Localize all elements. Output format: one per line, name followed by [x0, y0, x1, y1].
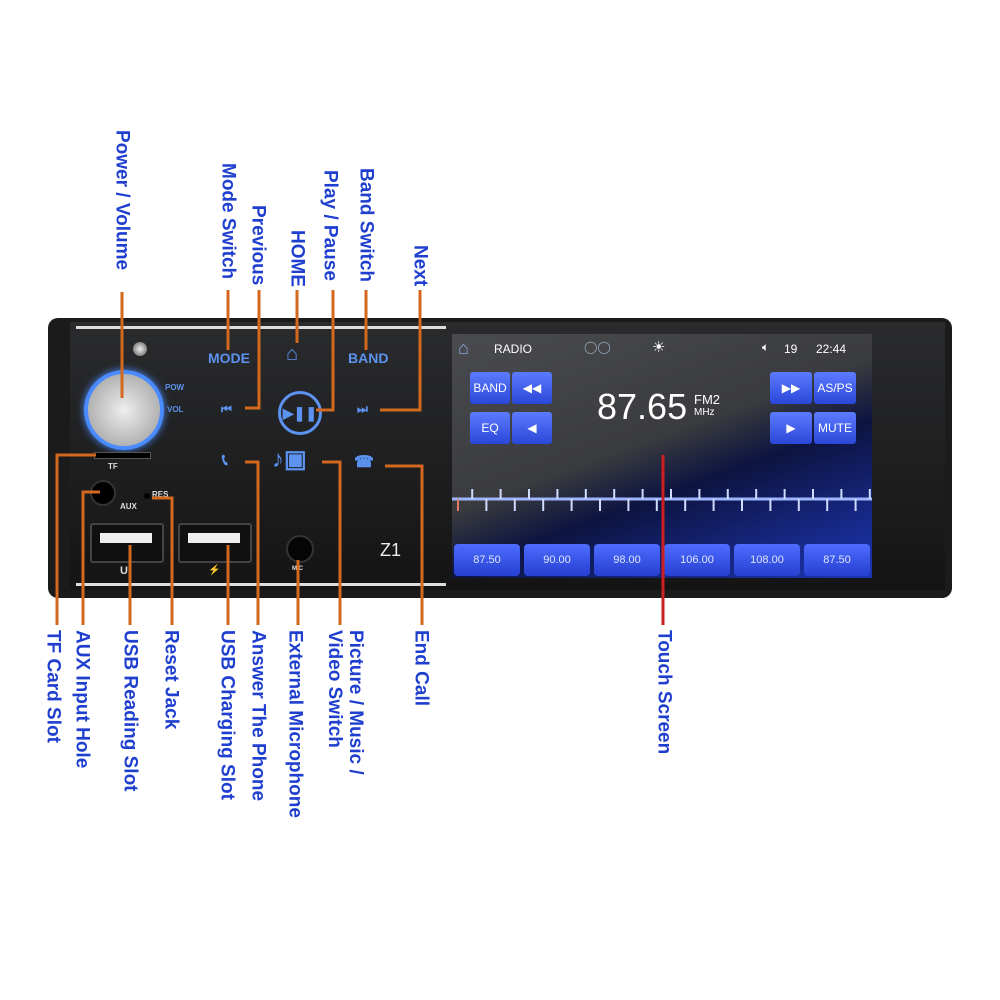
touch-screen[interactable]: ⌂ RADIO ◯◯ ☀ 🔈︎ 19 22:44 BAND ◀◀ EQ ◀ ▶▶…: [452, 334, 872, 578]
mute-button[interactable]: MUTE: [814, 412, 856, 444]
tune-forward-button[interactable]: ▶: [770, 412, 812, 444]
brightness-icon[interactable]: ☀: [652, 339, 666, 356]
usb-reading-slot[interactable]: [90, 523, 164, 563]
label-aux-input: AUX Input Hole: [71, 630, 93, 769]
label-external-microphone: External Microphone: [284, 630, 306, 818]
model-name: Z1: [380, 540, 402, 560]
label-home: HOME: [286, 230, 308, 287]
tune-back-button[interactable]: ◀: [512, 412, 552, 444]
volume-level: 19: [784, 342, 798, 356]
label-picture-music-video: Picture / Music / Video Switch: [324, 630, 366, 775]
charging-label: ⚡: [208, 565, 221, 576]
label-band-switch: Band Switch: [355, 168, 377, 283]
label-touch-screen: Touch Screen: [653, 630, 675, 755]
preset-button[interactable]: 98.00: [594, 544, 660, 576]
mic-label: MIC: [292, 566, 303, 572]
label-usb-reading: USB Reading Slot: [119, 630, 141, 792]
rail: [76, 583, 446, 586]
res-label: RES: [152, 490, 169, 499]
next-icon[interactable]: ⏭: [357, 402, 368, 416]
speaker-icon: 🔈︎: [762, 340, 770, 354]
rail: [76, 326, 446, 329]
pow-label: POW: [165, 383, 185, 392]
preset-button[interactable]: 108.00: [734, 544, 800, 576]
label-end-call: End Call: [410, 630, 432, 707]
label-play-pause: Play / Pause: [319, 170, 341, 281]
aux-input-jack[interactable]: [90, 480, 116, 506]
label-usb-charging: USB Charging Slot: [216, 630, 238, 800]
frequency-unit: MHz: [694, 407, 715, 418]
mode-button[interactable]: MODE: [208, 350, 250, 366]
source-label: RADIO: [494, 342, 533, 356]
preset-button[interactable]: 87.50: [454, 544, 520, 576]
reset-jack[interactable]: [144, 493, 150, 499]
band-button[interactable]: BAND: [348, 350, 389, 366]
tf-card-slot[interactable]: [94, 452, 151, 459]
label-mode-switch: Mode Switch: [217, 163, 239, 280]
preset-button[interactable]: 87.50: [804, 544, 870, 576]
home-icon[interactable]: ⌂: [286, 343, 299, 365]
eq-button[interactable]: EQ: [470, 412, 510, 444]
band-button[interactable]: BAND: [470, 372, 510, 404]
microphone: [286, 535, 314, 563]
usb-label: U: [120, 565, 128, 577]
seek-forward-button[interactable]: ▶▶: [770, 372, 812, 404]
label-reset-jack: Reset Jack: [160, 630, 182, 730]
seek-back-button[interactable]: ◀◀: [512, 372, 552, 404]
label-answer-phone: Answer The Phone: [247, 630, 269, 802]
answer-phone-icon[interactable]: 📞︎: [222, 452, 228, 469]
usb-charging-slot[interactable]: [178, 523, 252, 563]
power-volume-knob[interactable]: [84, 370, 164, 450]
indicator-led: [133, 342, 147, 356]
aux-label: AUX: [120, 502, 137, 511]
label-next: Next: [409, 245, 431, 287]
frequency-display: 87.65: [597, 386, 688, 427]
preset-button[interactable]: 90.00: [524, 544, 590, 576]
music-video-icon[interactable]: ♪▣: [272, 446, 307, 473]
play-pause-icon[interactable]: ▶❚❚: [278, 391, 322, 435]
preset-button[interactable]: 106.00: [664, 544, 730, 576]
vol-label: VOL: [167, 405, 184, 414]
end-call-icon[interactable]: ☎︎: [354, 454, 374, 471]
clock: 22:44: [816, 342, 847, 356]
band-indicator: FM2: [694, 392, 720, 407]
as-ps-button[interactable]: AS/PS: [814, 372, 856, 404]
tuning-scale[interactable]: [452, 479, 872, 524]
stereo-icon: ◯◯: [584, 340, 611, 354]
label-previous: Previous: [247, 205, 269, 286]
label-power-volume: Power / Volume: [111, 130, 133, 271]
tf-label: TF: [108, 462, 118, 471]
previous-icon[interactable]: ⏮: [221, 402, 232, 416]
home-icon[interactable]: ⌂: [458, 338, 469, 358]
label-tf-card-slot: TF Card Slot: [42, 630, 64, 743]
